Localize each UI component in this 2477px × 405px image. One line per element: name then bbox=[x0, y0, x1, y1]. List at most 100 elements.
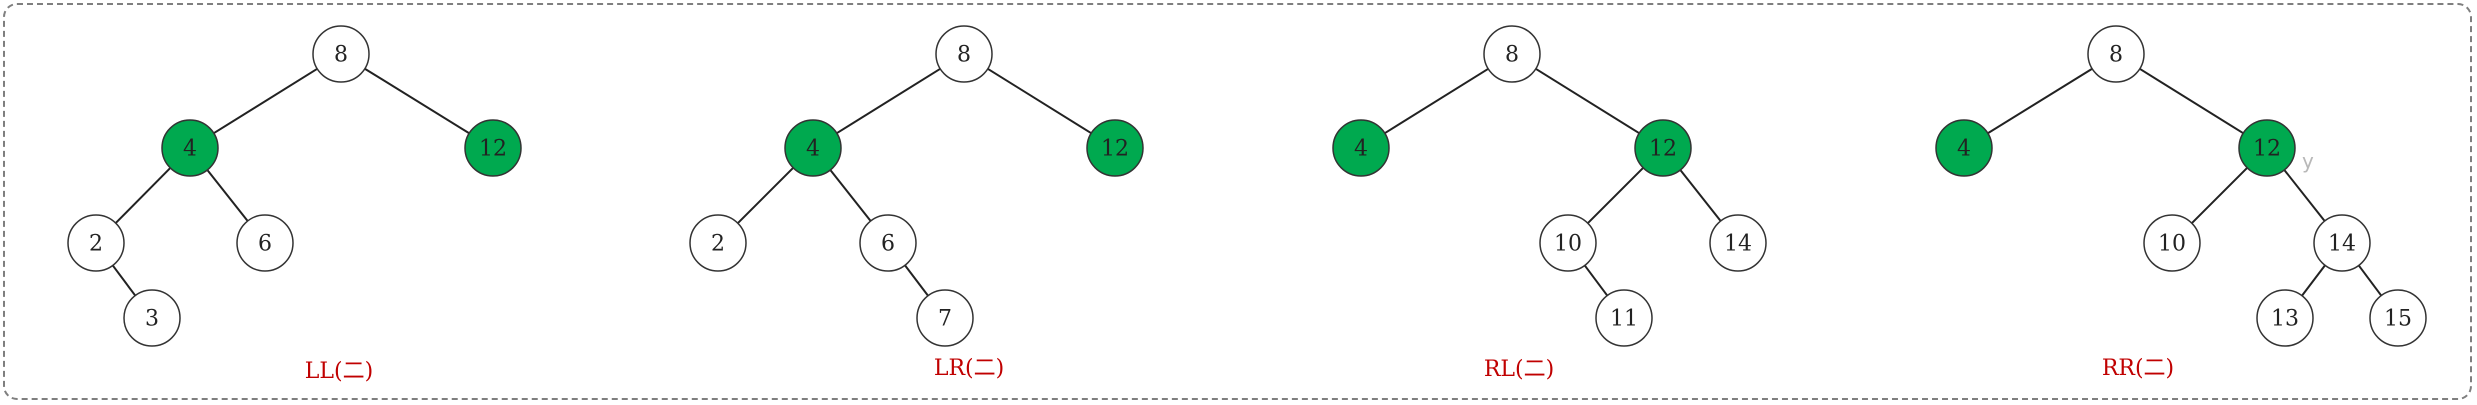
node-label: 6 bbox=[258, 232, 272, 257]
tree-edge bbox=[1384, 67, 1489, 135]
node-circle bbox=[1539, 214, 1597, 272]
tree-edge bbox=[737, 167, 794, 224]
tree-node-11: 11 bbox=[1595, 289, 1653, 347]
node-label: 10 bbox=[1554, 232, 1582, 257]
highlighted-node-circle bbox=[464, 119, 522, 177]
diagram-caption: LL(二) bbox=[305, 359, 373, 384]
node-circle bbox=[123, 289, 181, 347]
highlighted-node-circle bbox=[2238, 119, 2296, 177]
node-label: 4 bbox=[183, 137, 197, 162]
node-label: 4 bbox=[1957, 137, 1971, 162]
highlighted-node-circle bbox=[1634, 119, 1692, 177]
tree-node-4: 4 bbox=[161, 119, 219, 177]
node-label: 12 bbox=[2253, 137, 2281, 162]
tree-node-12: 12 bbox=[2238, 119, 2296, 177]
node-circle bbox=[67, 214, 125, 272]
node-label: 12 bbox=[479, 137, 507, 162]
node-circle bbox=[2256, 289, 2314, 347]
node-label: 3 bbox=[145, 307, 159, 332]
tree-edge bbox=[364, 67, 470, 135]
tree-node-12: 12 bbox=[464, 119, 522, 177]
dashed-border-frame bbox=[3, 3, 2472, 400]
node-circle bbox=[2087, 25, 2145, 83]
tree-node-10: 10 bbox=[1539, 214, 1597, 272]
node-label: 2 bbox=[711, 232, 725, 257]
node-label: 14 bbox=[2328, 232, 2356, 257]
tree-node-8: 8 bbox=[312, 25, 370, 83]
diagram-lr: 8 4 12 2 6 7LR(二) bbox=[689, 25, 1144, 381]
tree-node-6: 6 bbox=[859, 214, 917, 272]
tree-node-10: 10 bbox=[2143, 214, 2201, 272]
highlighted-node-circle bbox=[784, 119, 842, 177]
tree-edge bbox=[2283, 169, 2326, 222]
tree-edge bbox=[829, 169, 872, 222]
node-circle bbox=[689, 214, 747, 272]
diagram-ll: 8 4 12 2 6 3LL(二) bbox=[67, 25, 522, 384]
tree-node-8: 8 bbox=[2087, 25, 2145, 83]
highlighted-node-circle bbox=[1086, 119, 1144, 177]
tree-edge bbox=[1535, 67, 1640, 135]
tree-node-12: 12 bbox=[1634, 119, 1692, 177]
tree-node-12: 12 bbox=[1086, 119, 1144, 177]
tree-edge bbox=[1583, 264, 1609, 297]
highlighted-node-circle bbox=[161, 119, 219, 177]
node-label: 12 bbox=[1649, 137, 1677, 162]
node-circle bbox=[2369, 289, 2427, 347]
tree-node-4: 4 bbox=[1332, 119, 1390, 177]
node-circle bbox=[312, 25, 370, 83]
tree-node-8: 8 bbox=[1483, 25, 1541, 83]
tree-edge bbox=[2301, 264, 2326, 297]
node-label: 4 bbox=[1354, 137, 1368, 162]
tree-edge bbox=[1987, 67, 2093, 135]
node-label: 4 bbox=[806, 137, 820, 162]
diagram-caption: RL(二) bbox=[1484, 357, 1554, 382]
tree-edge bbox=[904, 264, 929, 297]
tree-edge bbox=[2139, 67, 2244, 135]
node-circle bbox=[1483, 25, 1541, 83]
diagram-caption: RR(二) bbox=[2102, 356, 2174, 381]
highlighted-node-circle bbox=[1935, 119, 1993, 177]
node-circle bbox=[935, 25, 993, 83]
tree-node-3: 3 bbox=[123, 289, 181, 347]
node-label: 8 bbox=[334, 43, 348, 68]
node-circle bbox=[859, 214, 917, 272]
tree-edge bbox=[213, 67, 318, 135]
node-label: 8 bbox=[2109, 43, 2123, 68]
tree-node-2: 2 bbox=[67, 214, 125, 272]
node-label: 8 bbox=[1505, 43, 1519, 68]
tree-node-14: 14 bbox=[2313, 214, 2371, 272]
tree-node-6: 6 bbox=[236, 214, 294, 272]
tree-node-4: 4 bbox=[784, 119, 842, 177]
node-label: 15 bbox=[2384, 307, 2412, 332]
node-circle bbox=[2313, 214, 2371, 272]
tree-node-15: 15 bbox=[2369, 289, 2427, 347]
tree-edge bbox=[1679, 169, 1722, 222]
tree-node-14: 14 bbox=[1709, 214, 1767, 272]
node-circle bbox=[1595, 289, 1653, 347]
tree-node-2: 2 bbox=[689, 214, 747, 272]
node-label: 2 bbox=[89, 232, 103, 257]
diagram-caption: LR(二) bbox=[934, 356, 1004, 381]
node-label: 11 bbox=[1610, 307, 1638, 332]
tree-edge bbox=[836, 67, 941, 135]
tree-edge bbox=[2357, 264, 2383, 297]
highlighted-node-circle bbox=[1332, 119, 1390, 177]
tree-node-8: 8 bbox=[935, 25, 993, 83]
tree-edge bbox=[1587, 167, 1644, 224]
node-circle bbox=[1709, 214, 1767, 272]
tree-node-13: 13 bbox=[2256, 289, 2314, 347]
tree-edge bbox=[111, 264, 137, 297]
node-label: 12 bbox=[1101, 137, 1129, 162]
node-label: 6 bbox=[881, 232, 895, 257]
tree-edge bbox=[114, 167, 172, 224]
node-label: 8 bbox=[957, 43, 971, 68]
node-label: 13 bbox=[2271, 307, 2299, 332]
tree-node-4: 4 bbox=[1935, 119, 1993, 177]
node-label: 10 bbox=[2158, 232, 2186, 257]
tree-node-7: 7 bbox=[916, 289, 974, 347]
node-label: 7 bbox=[938, 307, 952, 332]
tree-edge bbox=[987, 67, 1092, 135]
